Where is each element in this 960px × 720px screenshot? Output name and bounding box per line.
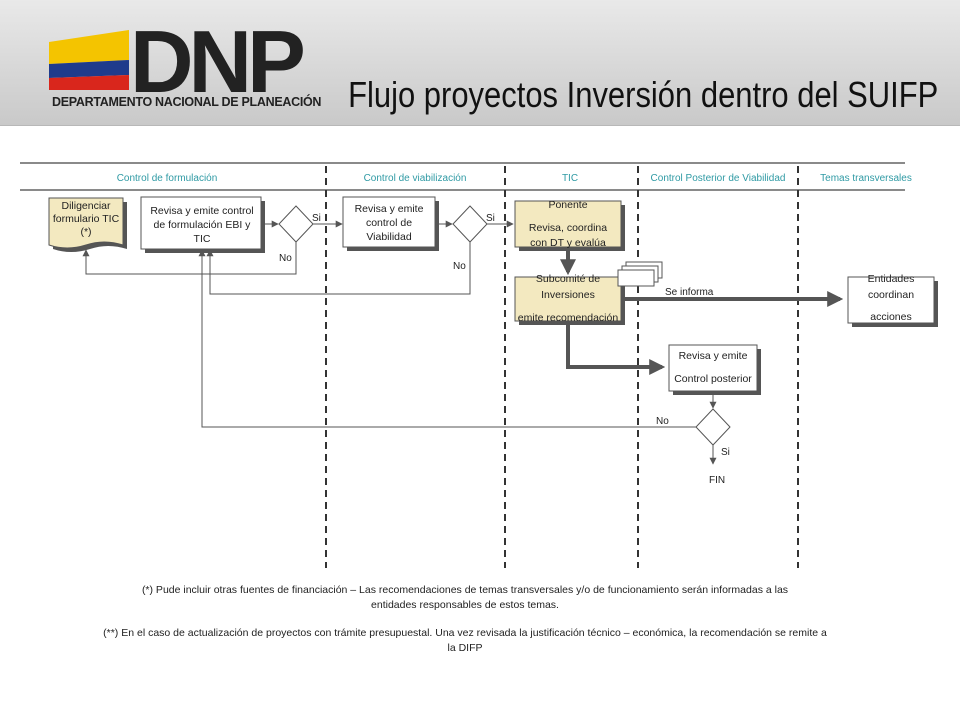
- decision-diamond-formulacion: [278, 205, 314, 243]
- box-revisa-viabilidad: Revisa y emite control de Viabilidad: [342, 196, 439, 251]
- decision-diamond-control-posterior: [695, 408, 731, 446]
- label-no: No: [656, 416, 669, 427]
- box-ponente-line1: Ponente: [548, 199, 587, 211]
- connector-no-return: [198, 249, 696, 428]
- box-control-posterior-line1: Revisa y emite: [679, 350, 748, 362]
- box-subcomite-line2: Inversiones: [541, 289, 595, 301]
- logo-subtitle: DEPARTAMENTO NACIONAL DE PLANEACIÓN: [52, 95, 322, 109]
- box-diligenciar-line1: Diligenciar: [61, 200, 111, 212]
- box-control-posterior-line2: Control posterior: [674, 373, 752, 385]
- box-ponente-line2: Revisa, coordina: [529, 222, 607, 234]
- box-revisa-formulacion-line3: TIC: [194, 233, 211, 245]
- box-entidades-line2: coordinan: [868, 289, 914, 301]
- box-diligenciar-line3: (*): [80, 226, 91, 238]
- box-entidades-line3: acciones: [870, 311, 911, 323]
- lane-label-viabilizacion: Control de viabilización: [364, 173, 467, 184]
- label-si: Si: [486, 213, 495, 224]
- box-revisa-formulacion-line2: de formulación EBI y: [154, 219, 252, 231]
- logo-text: DNP: [130, 12, 306, 111]
- box-entidades: Entidades coordinan acciones: [847, 273, 938, 327]
- box-revisa-viabilidad-line3: Viabilidad: [366, 231, 412, 243]
- lane-label-formulacion: Control de formulación: [117, 173, 218, 184]
- box-control-posterior: Revisa y emite Control posterior: [668, 344, 761, 395]
- connector-no-return: [206, 242, 471, 295]
- connector-no-return: [82, 242, 297, 275]
- box-revisa-formulacion-line1: Revisa y emite control: [150, 205, 253, 217]
- box-ponente-line3: con DT y evalúa: [530, 237, 606, 249]
- lane-label-temas-transversales: Temas transversales: [820, 173, 912, 184]
- colombia-flag-logo: [49, 30, 129, 90]
- flow-diagram: Control de formulación Control de viabil…: [20, 162, 938, 568]
- box-entidades-line1: Entidades: [868, 273, 915, 285]
- footnote-2: (**) En el caso de actualización de proy…: [103, 627, 827, 654]
- stacked-documents-icon: [617, 261, 663, 287]
- page-title: Flujo proyectos Inversión dentro del SUI…: [347, 74, 938, 115]
- label-se-informa: Se informa: [665, 287, 714, 298]
- connector-thick: [566, 321, 666, 375]
- box-subcomite: Subcomité de Inversiones emite recomenda…: [514, 273, 625, 325]
- label-no: No: [453, 261, 466, 272]
- box-revisa-viabilidad-line1: Revisa y emite: [355, 203, 424, 215]
- box-subcomite-line1: Subcomité de: [536, 273, 600, 285]
- decision-diamond-viabilidad: [452, 205, 488, 243]
- header-bar: DNP DEPARTAMENTO NACIONAL DE PLANEACIÓN …: [0, 0, 960, 126]
- box-revisa-formulacion: Revisa y emite control de formulación EB…: [140, 196, 265, 253]
- box-ponente: Ponente Revisa, coordina con DT y evalúa: [514, 199, 625, 251]
- box-revisa-viabilidad-line2: control de: [366, 217, 412, 229]
- label-si: Si: [721, 447, 730, 458]
- lane-label-tic: TIC: [562, 173, 578, 184]
- box-diligenciar: Diligenciar formulario TIC (*): [48, 197, 127, 252]
- label-si: Si: [312, 213, 321, 224]
- label-no: No: [279, 253, 292, 264]
- box-diligenciar-line2: formulario TIC: [53, 213, 120, 225]
- label-fin: FIN: [709, 475, 725, 486]
- footnote-1: (*) Pude incluir otras fuentes de financ…: [141, 584, 789, 611]
- box-subcomite-line3: emite recomendación: [518, 312, 619, 324]
- lane-label-control-posterior: Control Posterior de Viabilidad: [651, 173, 786, 184]
